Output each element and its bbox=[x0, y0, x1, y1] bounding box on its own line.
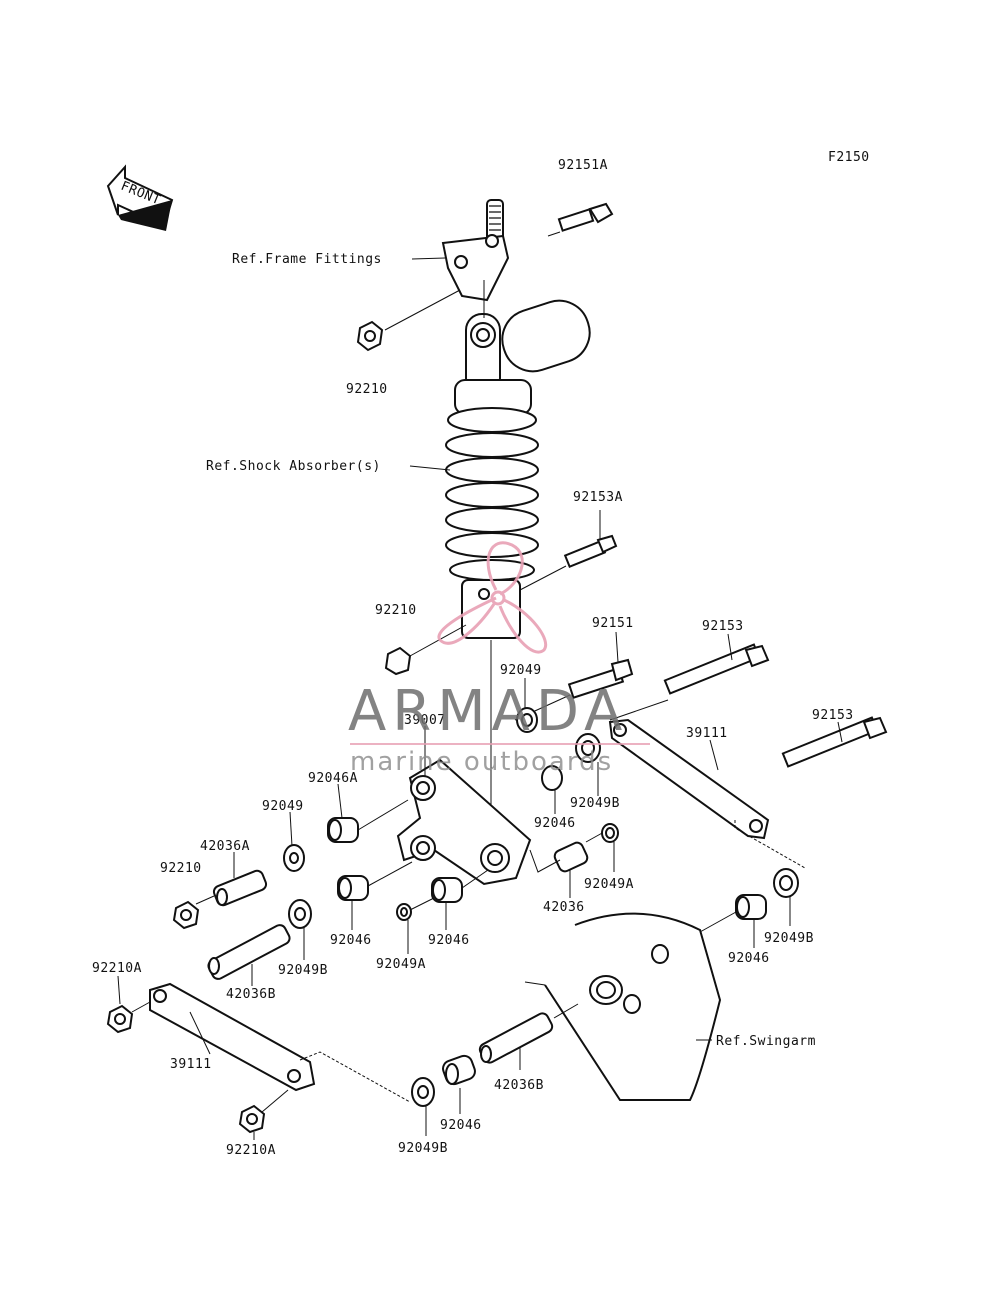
label-92049-left: 92049 bbox=[262, 799, 304, 814]
washer-92049B-left bbox=[288, 899, 312, 929]
label-42036B-left: 42036B bbox=[226, 987, 276, 1002]
bolt-92153-a bbox=[663, 643, 770, 695]
sleeve-42036B-bottom bbox=[478, 1012, 554, 1064]
frame-fitting-bracket bbox=[441, 199, 510, 302]
collar-92046A bbox=[327, 817, 359, 843]
collar-92046-swing bbox=[735, 894, 767, 920]
collar-42036 bbox=[553, 841, 589, 873]
label-39007: 39007 bbox=[404, 713, 446, 728]
label-92049A-right: 92049A bbox=[584, 877, 634, 892]
washer-92049B-swing bbox=[773, 868, 799, 898]
ref-swingarm: Ref.Swingarm bbox=[716, 1034, 816, 1049]
label-42036B-bottom: 42036B bbox=[494, 1078, 544, 1093]
shock-absorber bbox=[445, 299, 591, 639]
label-92210-left: 92210 bbox=[160, 861, 202, 876]
watermark-tagline: marine outboards bbox=[350, 747, 613, 777]
label-92046-bottom: 92046 bbox=[440, 1118, 482, 1133]
label-92049B-mid: 92049B bbox=[570, 796, 620, 811]
label-92046A: 92046A bbox=[308, 771, 358, 786]
nut-92210A-left bbox=[106, 1004, 134, 1034]
propeller-icon bbox=[437, 541, 548, 654]
washer-92049B-bottom bbox=[411, 1077, 435, 1107]
label-92046-center: 92046 bbox=[428, 933, 470, 948]
tie-rod-39111-left bbox=[149, 982, 316, 1092]
rocker-arm-39007 bbox=[396, 758, 532, 886]
collar-92046-left bbox=[337, 875, 369, 901]
figure-code: F2150 bbox=[828, 150, 870, 165]
label-92049-top: 92049 bbox=[500, 663, 542, 678]
nut-92210-mid bbox=[384, 646, 412, 676]
label-39111-left: 39111 bbox=[170, 1057, 212, 1072]
tie-rod-39111-right bbox=[608, 718, 770, 840]
watermark-brand: ARMADA bbox=[348, 679, 628, 744]
label-92210-mid: 92210 bbox=[375, 603, 417, 618]
seal-92049A-right bbox=[601, 823, 619, 843]
label-92153A: 92153A bbox=[573, 490, 623, 505]
ref-shock-absorber: Ref.Shock Absorber(s) bbox=[206, 459, 381, 474]
label-92049B-swing: 92049B bbox=[764, 931, 814, 946]
collar-92046-mid bbox=[541, 765, 563, 791]
label-92153-a: 92153 bbox=[702, 619, 744, 634]
label-42036-mid: 42036 bbox=[543, 900, 585, 915]
label-92049B-bottom: 92049B bbox=[398, 1141, 448, 1156]
label-39111-right: 39111 bbox=[686, 726, 728, 741]
label-92151A: 92151A bbox=[558, 158, 608, 173]
swingarm-section bbox=[524, 912, 722, 1101]
nut-92210A-bottom bbox=[238, 1104, 266, 1134]
armada-watermark: ARMADA marine outboards bbox=[348, 541, 650, 777]
washer-92049-top bbox=[516, 707, 538, 733]
bolt-92153-b bbox=[781, 716, 888, 768]
label-92049B-left: 92049B bbox=[278, 963, 328, 978]
sleeve-42036A bbox=[212, 869, 268, 907]
bolt-92151 bbox=[567, 658, 634, 699]
sleeve-42036B-left bbox=[207, 924, 291, 980]
washer-92049-left bbox=[283, 844, 305, 872]
collar-92046-bottom bbox=[442, 1054, 476, 1086]
label-92049A-center: 92049A bbox=[376, 957, 426, 972]
collar-92046-center bbox=[431, 877, 463, 903]
nut-92210-top bbox=[356, 320, 384, 352]
bolt-92151A bbox=[547, 202, 614, 237]
ref-frame-fittings: Ref.Frame Fittings bbox=[232, 252, 382, 267]
front-arrow-icon: FRONT bbox=[106, 164, 174, 231]
label-92046-left: 92046 bbox=[330, 933, 372, 948]
seal-92049A-center bbox=[396, 903, 412, 921]
label-42036A: 42036A bbox=[200, 839, 250, 854]
label-92210A-bottom: 92210A bbox=[226, 1143, 276, 1158]
label-92046-mid: 92046 bbox=[534, 816, 576, 831]
label-92153-b: 92153 bbox=[812, 708, 854, 723]
label-92151: 92151 bbox=[592, 616, 634, 631]
label-92210-top: 92210 bbox=[346, 382, 388, 397]
nut-92210-left bbox=[172, 900, 200, 930]
label-92210A-left: 92210A bbox=[92, 961, 142, 976]
bolt-92153A bbox=[519, 534, 618, 591]
label-92046-swing: 92046 bbox=[728, 951, 770, 966]
